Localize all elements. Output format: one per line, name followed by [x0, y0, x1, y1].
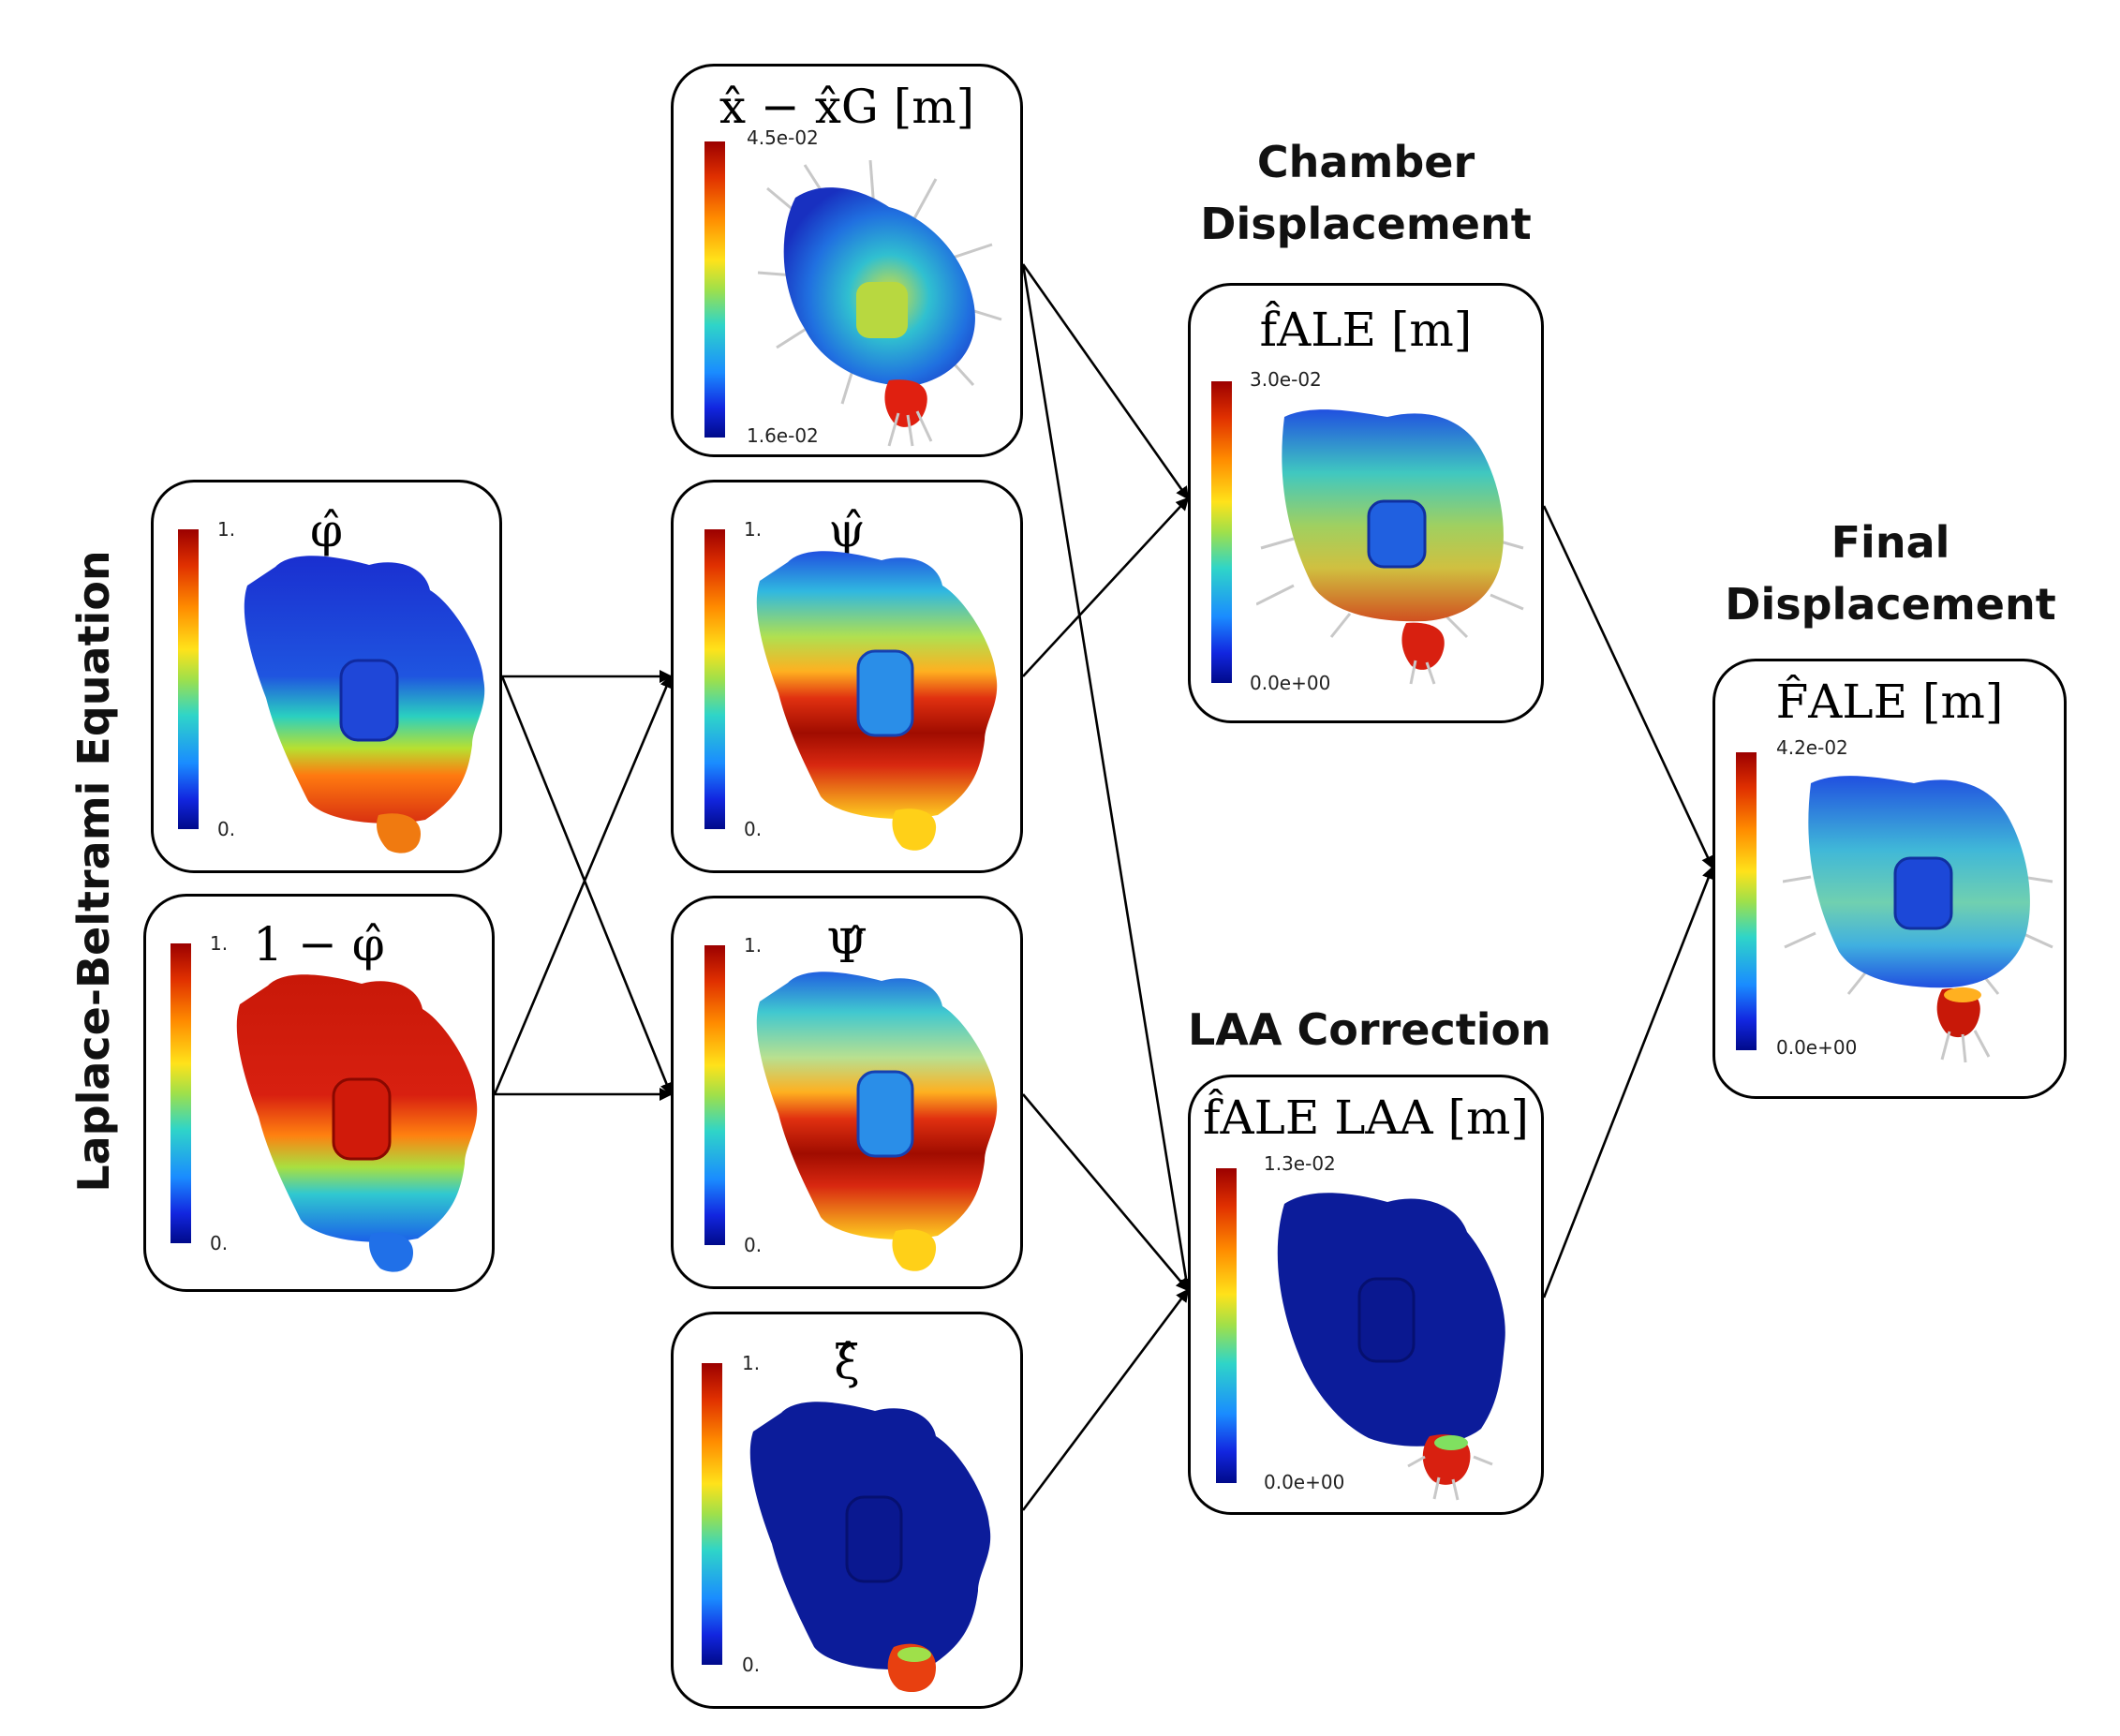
colorbar-max: 1.	[744, 518, 763, 541]
panel-xi: ξ̂ 1. 0.	[671, 1312, 1023, 1709]
atrium-surface-x-minus-xg	[757, 160, 1002, 447]
arrow-xi-to-flaa	[1021, 1288, 1190, 1511]
colorbar-min: 0.0e+00	[1776, 1036, 1858, 1059]
atrium-surface-f-ale-laa	[1277, 1193, 1505, 1501]
panel-psi: ψ̂ 1. 0.	[671, 480, 1023, 873]
atrium-surface-Psi	[756, 972, 998, 1271]
panel-f-ale: f̂ALE [m] 3.0e-02 0.0e+00	[1188, 283, 1544, 723]
colorbar	[1211, 381, 1232, 683]
colorbar-max: 3.0e-02	[1250, 368, 1322, 391]
panel-one-minus-phi: 1 − φ̂ 1. 0.	[143, 894, 495, 1292]
atrium-surface-one-minus-phi	[236, 974, 478, 1272]
colorbar-max: 1.	[217, 518, 236, 541]
panel-Psi: Ψ̂ 1. 0.	[671, 896, 1023, 1289]
panel-title: x̂ − x̂G [m]	[719, 80, 975, 134]
panel-title: φ̂	[309, 503, 343, 557]
panel-title: ψ̂	[828, 503, 866, 557]
panel-f-ale-laa: f̂ALE LAA [m] 1.3e-02 0.0e+00	[1188, 1075, 1544, 1515]
colorbar-min: 0.0e+00	[1250, 672, 1331, 694]
panel-title: ξ̂	[834, 1335, 860, 1389]
arrow-flaa-to-Fale	[1542, 866, 1715, 1298]
colorbar	[178, 529, 199, 829]
arrow-phi-to-Psi	[500, 675, 674, 1096]
atrium-surface-xi	[749, 1402, 991, 1693]
colorbar-max: 4.2e-02	[1776, 736, 1848, 759]
panel-F-ale: F̂ALE [m] 4.2e-02 0.0e+00	[1712, 659, 2067, 1099]
colorbar-min: 0.	[744, 1234, 763, 1256]
arrow-fale-to-Fale	[1542, 505, 1714, 869]
colorbar	[704, 945, 725, 1245]
arrow-psi-to-fale	[1022, 497, 1190, 677]
colorbar	[1216, 1168, 1237, 1483]
heading-laa-correction: LAA Correction	[1188, 1004, 1551, 1055]
arrow-xdiff-to-flaa	[1021, 263, 1193, 1292]
colorbar-max: 1.	[744, 934, 763, 957]
panel-title: F̂ALE [m]	[1775, 675, 2004, 729]
panel-phi: φ̂ 1. 0.	[151, 480, 502, 873]
arrow-xdiff-to-fale	[1021, 263, 1190, 500]
panel-title: 1 − φ̂	[253, 917, 385, 972]
panel-title: f̂ALE [m]	[1259, 303, 1473, 357]
colorbar-min: 0.0e+00	[1264, 1471, 1345, 1493]
side-label: Laplace-Beltrami Equation	[68, 550, 119, 1193]
colorbar-min: 0.	[217, 818, 236, 840]
colorbar	[704, 141, 725, 438]
colorbar-min: 1.6e-02	[747, 424, 819, 447]
colorbar	[704, 529, 725, 829]
panel-title: Ψ̂	[826, 919, 867, 973]
atrium-surface-phi	[244, 556, 485, 853]
arrow-Psi-to-flaa	[1022, 1093, 1190, 1292]
colorbar	[170, 943, 191, 1243]
panel-x-minus-xg: x̂ − x̂G [m] 4.5e-02 1.6e-02	[671, 64, 1023, 457]
arrow-oneminus-to-psi	[493, 675, 673, 1095]
colorbar-min: 0.	[210, 1232, 229, 1254]
colorbar-max: 1.	[742, 1352, 761, 1374]
colorbar-max: 1.3e-02	[1264, 1152, 1336, 1175]
colorbar-max: 4.5e-02	[747, 126, 819, 149]
colorbar	[702, 1363, 722, 1665]
colorbar-max: 1.	[210, 932, 229, 955]
panel-title: f̂ALE LAA [m]	[1203, 1091, 1529, 1145]
atrium-surface-f-ale	[1256, 409, 1524, 685]
colorbar	[1736, 752, 1757, 1050]
atrium-surface-F-ale	[1783, 776, 2053, 1063]
atrium-surface-psi	[756, 551, 998, 851]
colorbar-min: 0.	[744, 818, 763, 840]
colorbar-min: 0.	[742, 1654, 761, 1676]
